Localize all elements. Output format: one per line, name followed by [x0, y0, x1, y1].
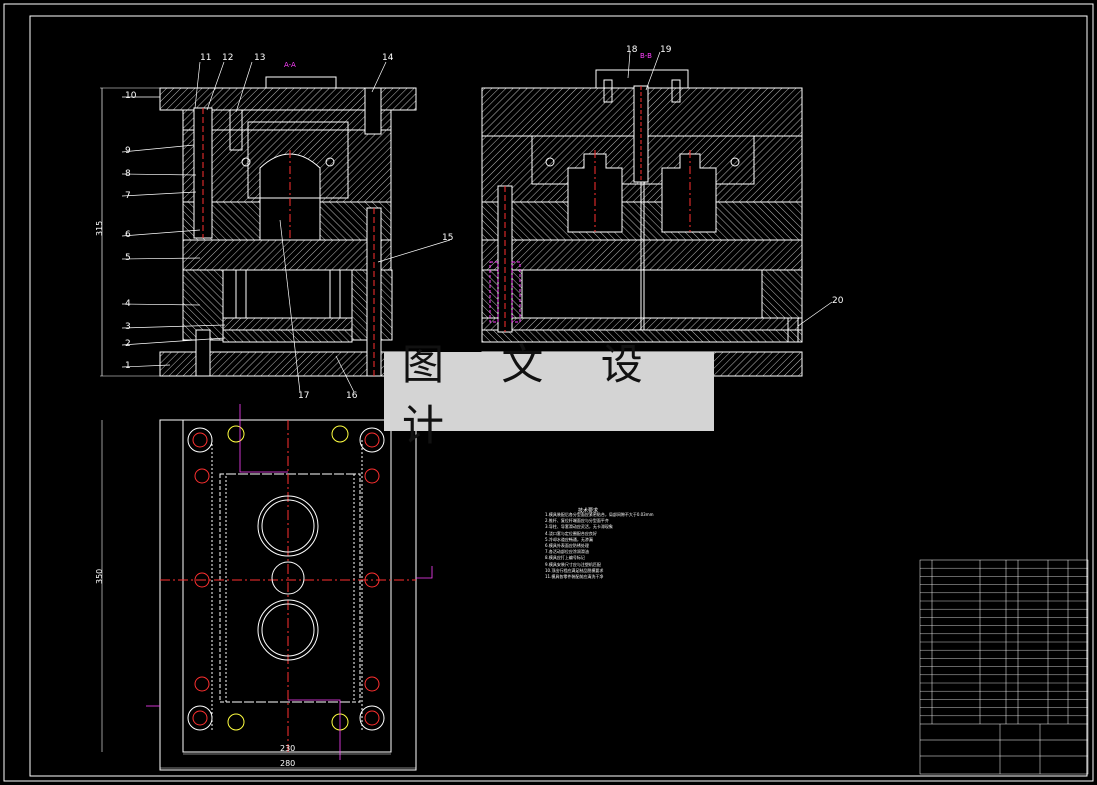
note-line: 6.模具外表面应防锈处理	[545, 543, 589, 549]
section-label-aa: A-A	[284, 61, 296, 69]
part-number-6: 6	[125, 230, 131, 240]
inner-frame	[29, 15, 1088, 777]
part-leaders-right	[627, 51, 833, 327]
outer-frame	[3, 3, 1094, 782]
part-number-15: 15	[442, 233, 453, 243]
note-line: 7.各活动部位应涂润滑油	[545, 549, 589, 555]
part-number-18: 18	[626, 45, 638, 55]
part-number-3: 3	[125, 322, 131, 332]
technical-notes-title: 技术要求	[578, 508, 599, 514]
part-numbers-left: 1 2 3 4 5 6 7 8 9 10 11 12 13 14 15 16 1…	[125, 53, 453, 401]
part-number-10: 10	[125, 91, 137, 101]
part-numbers-right: 18 19 20	[626, 45, 844, 306]
part-number-14: 14	[382, 53, 394, 63]
part-number-17: 17	[298, 391, 309, 401]
note-line: 3.导柱、导套滑动应灵活，无卡滞现象	[545, 524, 613, 530]
part-number-13: 13	[254, 53, 265, 63]
note-line: 2.推杆、复位杆端面应与分型面平齐	[545, 518, 609, 524]
section-aa-view	[100, 76, 417, 377]
part-number-8: 8	[125, 169, 131, 179]
watermark-banner: 图 文 设 计	[384, 340, 714, 450]
parts-list-rows	[920, 568, 1088, 716]
part-number-11: 11	[200, 53, 211, 63]
part-number-20: 20	[832, 296, 844, 306]
note-line: 8.模具应打上编号标记	[545, 555, 585, 561]
part-number-5: 5	[125, 253, 131, 263]
dim-height: 315	[95, 221, 104, 236]
technical-notes: 1.模具装配后各分型面应紧密贴合，局部间隙不大于0.03mm 2.推杆、复位杆端…	[545, 512, 675, 580]
note-line: 1.模具装配后各分型面应紧密贴合，局部间隙不大于0.03mm	[545, 512, 654, 517]
part-number-4: 4	[125, 299, 131, 309]
note-line: 9.模具安装尺寸应与注塑机匹配	[545, 561, 601, 567]
part-leaders-left	[121, 61, 451, 393]
part-number-2: 2	[125, 339, 131, 349]
part-number-16: 16	[346, 391, 358, 401]
dim-length: 350	[95, 569, 104, 584]
dim-inner-width: 230	[280, 744, 295, 753]
section-bb-view	[481, 69, 803, 377]
part-number-12: 12	[222, 53, 233, 63]
part-number-7: 7	[125, 191, 131, 201]
note-line: 4.浇口套与定位圈配合应良好	[545, 530, 597, 536]
plan-view	[101, 404, 433, 771]
part-number-1: 1	[125, 361, 131, 371]
parts-list-table	[919, 559, 1089, 775]
note-line: 5.冷却水道应畅通，无渗漏	[545, 536, 593, 542]
note-line: 11.模具各零件装配前应清洗干净	[545, 574, 604, 580]
note-line: 10.顶出行程应满足制品脱模要求	[545, 567, 604, 573]
section-label-bb: B-B	[640, 52, 652, 60]
part-number-19: 19	[660, 45, 672, 55]
dim-outer-width: 280	[280, 759, 295, 768]
part-number-9: 9	[125, 146, 131, 156]
